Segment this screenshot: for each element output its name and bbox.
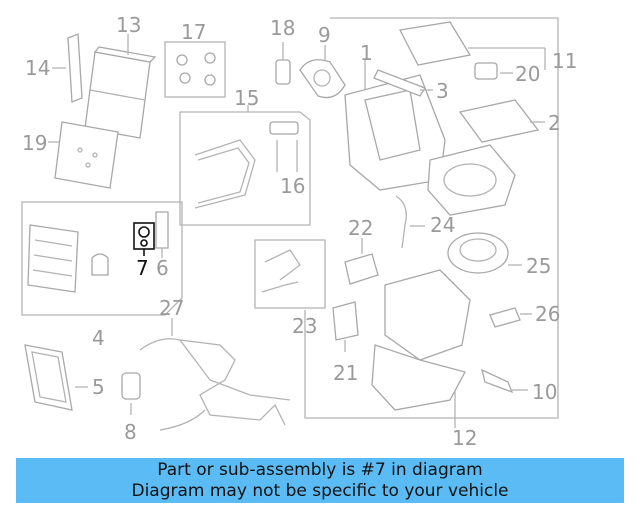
callout-16: 16	[280, 174, 306, 198]
callout-8: 8	[124, 420, 137, 444]
callout-20: 20	[515, 62, 541, 86]
part-23-linkage	[261, 249, 301, 293]
frame-main-assembly	[304, 17, 559, 419]
callout-10: 10	[532, 380, 558, 404]
callout-11: 11	[552, 49, 578, 73]
part-17-fasteners	[176, 52, 216, 86]
frame-17	[164, 41, 226, 98]
part-11-upper-housing	[399, 21, 546, 70]
callout-2: 2	[548, 111, 561, 135]
callout-6: 6	[156, 256, 169, 280]
part-blower-housing	[427, 144, 516, 216]
frame-23	[254, 239, 326, 309]
part-5-seal	[24, 344, 88, 411]
callout-14: 14	[25, 56, 51, 80]
part-26-sensor	[489, 307, 532, 328]
callout-13: 13	[116, 13, 142, 37]
callout-7-highlighted: 7	[136, 256, 149, 280]
callout-24: 24	[430, 213, 456, 237]
info-banner: Part or sub-assembly is #7 in diagram Di…	[16, 458, 624, 503]
callout-22: 22	[348, 216, 374, 240]
part-20-actuator	[474, 62, 513, 80]
part-25-blower-motor	[447, 232, 522, 274]
callout-26: 26	[535, 302, 561, 326]
banner-line-1: Part or sub-assembly is #7 in diagram	[157, 460, 483, 480]
part-1-main-case	[344, 60, 446, 191]
callout-9: 9	[318, 23, 331, 47]
part-7-o-ring	[133, 222, 155, 256]
callout-27: 27	[159, 296, 185, 320]
callout-5: 5	[92, 375, 105, 399]
part-27-wiring-harness	[139, 318, 291, 431]
part-3	[373, 69, 433, 97]
part-8-bracket	[121, 372, 141, 415]
callout-23: 23	[292, 314, 318, 338]
callout-3: 3	[436, 79, 449, 103]
part-14-bracket	[52, 33, 83, 103]
part-13-evaporator	[84, 34, 157, 139]
callout-4: 4	[92, 326, 105, 350]
callout-25: 25	[526, 254, 552, 278]
part-2-cabin-filter	[458, 99, 545, 143]
callout-17: 17	[181, 20, 207, 44]
callout-18: 18	[270, 16, 296, 40]
parts-diagram	[21, 17, 559, 431]
part-15-pipe	[194, 105, 256, 209]
frame-15	[179, 111, 311, 226]
callout-19: 19	[22, 131, 48, 155]
part-22-actuator	[344, 238, 379, 285]
part-6-valve	[155, 211, 169, 258]
part-24-drain-tube	[395, 195, 425, 249]
part-21-duct	[332, 301, 359, 352]
callout-15: 15	[234, 86, 260, 110]
part-12-lower-housing	[371, 269, 471, 418]
banner-line-2: Diagram may not be specific to your vehi…	[131, 481, 509, 501]
part-4-evaporator-assembly	[27, 224, 109, 293]
callout-21: 21	[333, 361, 359, 385]
part-16-fitting	[269, 121, 299, 172]
part-10-sensor	[481, 368, 528, 394]
part-9-seal	[299, 45, 346, 99]
callout-1: 1	[360, 41, 373, 65]
callout-12: 12	[452, 426, 478, 450]
frame-4	[21, 201, 183, 316]
part-18	[275, 42, 291, 85]
part-19-heater-core	[48, 121, 119, 189]
